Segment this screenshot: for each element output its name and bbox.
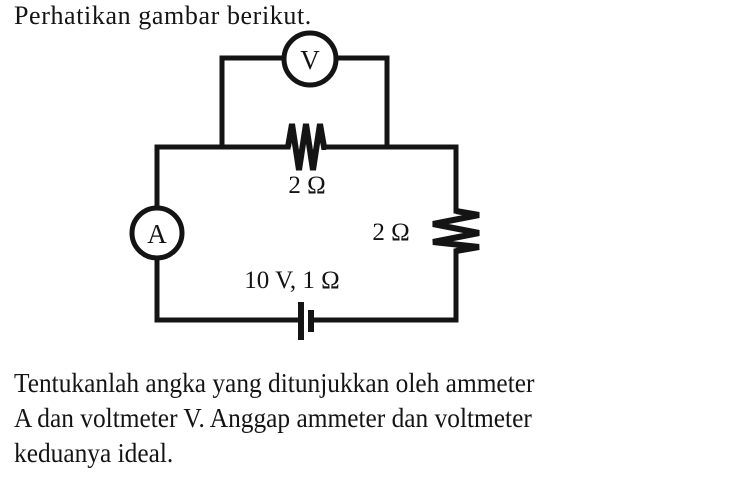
circuit-figure: V A 2 Ω 2 Ω (0, 26, 750, 356)
voltmeter-symbol (281, 30, 339, 88)
intro-text: Perhatikan gambar berikut. (14, 1, 312, 30)
voltmeter-label: V (300, 45, 320, 75)
battery-label: 10 V, 1 Ω (244, 267, 339, 294)
parallel-resistor-symbol (285, 123, 327, 171)
parallel-resistor-label: 2 Ω (288, 172, 325, 199)
ammeter-label: A (147, 219, 167, 249)
circuit-diagram-svg: V A 2 Ω 2 Ω (129, 30, 480, 340)
question-line-2: A dan voltmeter V. Anggap ammeter dan vo… (14, 403, 532, 433)
ammeter-symbol (129, 205, 185, 261)
series-resistor-symbol (432, 208, 480, 254)
question-line-3: keduanya ideal. (14, 438, 174, 468)
question-text: Tentukanlah angka yang ditunjukkan oleh … (14, 366, 693, 471)
series-resistor-label: 2 Ω (372, 219, 409, 246)
question-line-1: Tentukanlah angka yang ditunjukkan oleh … (14, 368, 535, 398)
